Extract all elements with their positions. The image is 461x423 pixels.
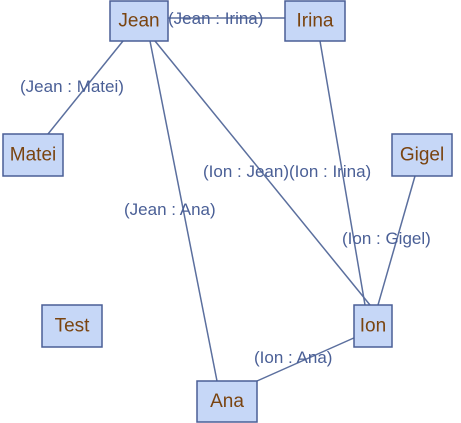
edges-layer — [47, 17, 416, 382]
edge-label-jean-matei: (Jean : Matei) — [20, 77, 124, 96]
edge-ion-gigel — [377, 175, 416, 306]
node-box-matei[interactable] — [2, 133, 64, 177]
node-label-matei: Matei — [10, 145, 56, 166]
edge-label-jean-ana: (Jean : Ana) — [124, 200, 216, 219]
node-label-irina: Irina — [297, 11, 334, 32]
node-test[interactable]: Test — [41, 304, 103, 348]
node-box-ion[interactable] — [353, 304, 393, 348]
edge-labels-layer: (Jean : Irina) (Jean : Matei) (Jean : Ana)… — [20, 9, 431, 367]
node-label-test: Test — [55, 316, 91, 337]
node-matei[interactable]: Matei — [2, 133, 64, 177]
edge-jean-ana — [149, 40, 218, 382]
edge-ion-jean — [154, 40, 371, 306]
edge-label-ion-jean: (Ion : Jean) — [203, 162, 289, 181]
node-box-irina[interactable] — [284, 0, 346, 42]
node-gigel[interactable]: Gigel — [391, 133, 453, 177]
node-label-ion: Ion — [360, 316, 386, 337]
node-label-gigel: Gigel — [400, 145, 444, 166]
node-irina[interactable]: Irina — [284, 0, 346, 42]
node-label-jean: Jean — [118, 11, 159, 32]
node-box-jean[interactable] — [109, 0, 169, 42]
edge-label-jean-irina: (Jean : Irina) — [168, 9, 263, 28]
edge-ion-ana — [256, 336, 357, 382]
node-jean[interactable]: Jean — [109, 0, 169, 42]
edge-label-ion-ana: (Ion : Ana) — [254, 348, 332, 367]
node-box-test[interactable] — [41, 304, 103, 348]
node-label-ana: Ana — [210, 391, 244, 412]
edge-jean-matei — [47, 40, 124, 135]
node-box-gigel[interactable] — [391, 133, 453, 177]
node-box-ana[interactable] — [196, 380, 258, 423]
node-ion[interactable]: Ion — [353, 304, 393, 348]
node-ana[interactable]: Ana — [196, 380, 258, 423]
edge-label-ion-gigel: (Ion : Gigel) — [342, 229, 431, 248]
edge-label-ion-irina: (Ion : Irina) — [289, 162, 371, 181]
edge-ion-irina — [319, 40, 366, 306]
